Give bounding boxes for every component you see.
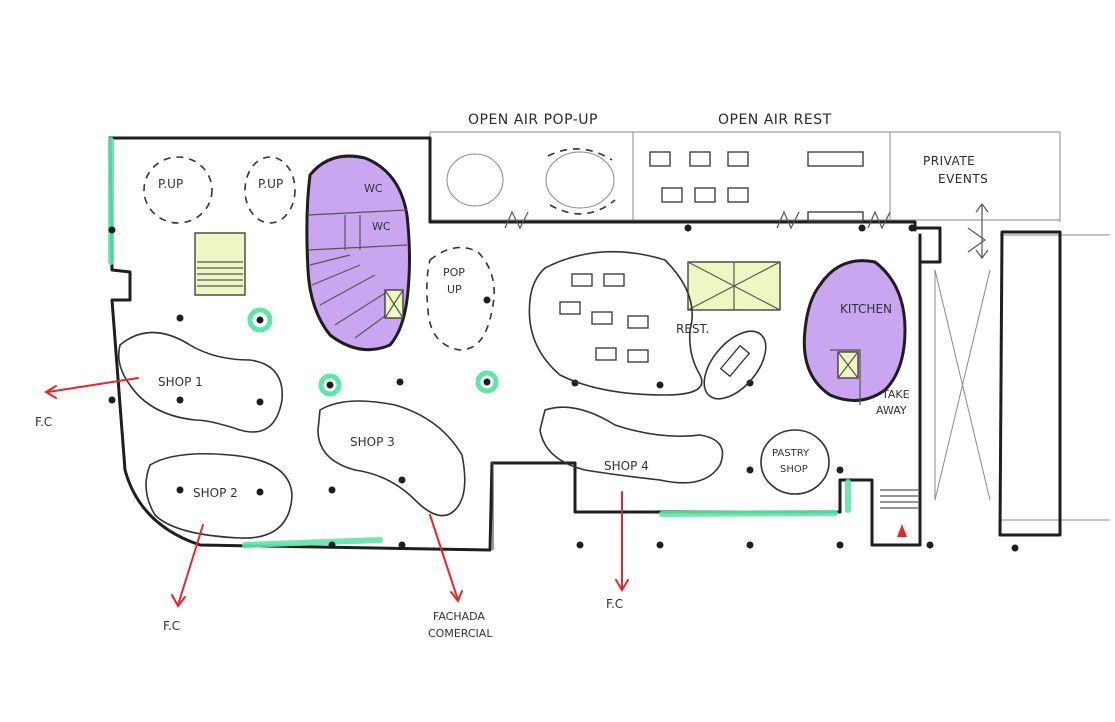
pencil-guides bbox=[429, 131, 1110, 521]
kitchen-area bbox=[802, 259, 907, 405]
label-shop4: SHOP 4 bbox=[604, 459, 649, 473]
stair-core bbox=[194, 232, 246, 296]
label-pastry: PASTRY bbox=[772, 448, 810, 459]
label-pastry-shop: SHOP bbox=[780, 464, 808, 475]
label-away: AWAY bbox=[876, 404, 907, 417]
label-shop2: SHOP 2 bbox=[193, 486, 238, 500]
double-arrow-icon bbox=[975, 203, 989, 259]
label-comercial: COMERCIAL bbox=[428, 627, 493, 640]
fc-arrows bbox=[44, 377, 629, 608]
label-shop3: SHOP 3 bbox=[350, 435, 395, 449]
shop2-area bbox=[145, 452, 293, 539]
label-shop1: SHOP 1 bbox=[158, 375, 203, 389]
pastry-shop-area bbox=[760, 429, 830, 495]
label-fc-left: F.C bbox=[35, 415, 52, 429]
label-pop: POP bbox=[443, 266, 465, 279]
entrance-triangle-icon bbox=[897, 524, 907, 537]
label-pup-2: P.UP bbox=[258, 177, 283, 191]
label-fachada: FACHADA bbox=[433, 610, 485, 623]
label-pup-1: P.UP bbox=[158, 177, 183, 191]
label-up: UP bbox=[447, 283, 462, 296]
label-open-air-popup: OPEN AIR POP-UP bbox=[468, 112, 598, 128]
popup-area-1 bbox=[143, 156, 213, 224]
stair-core-2 bbox=[687, 261, 781, 311]
shop1-area bbox=[117, 331, 283, 433]
wc-area bbox=[305, 154, 411, 352]
label-open-air-rest: OPEN AIR REST bbox=[718, 112, 832, 128]
open-air-rest-tables bbox=[649, 151, 864, 223]
label-take: TAKE bbox=[881, 388, 910, 401]
shop4-area bbox=[539, 406, 724, 484]
label-wc-1: WC bbox=[364, 182, 383, 195]
label-fc-bottom-left: F.C bbox=[163, 619, 180, 633]
shop3-area bbox=[317, 400, 466, 517]
popup-area-2 bbox=[244, 156, 296, 224]
labels: OPEN AIR POP-UP OPEN AIR REST PRIVATE EV… bbox=[35, 112, 988, 640]
building-walls bbox=[108, 136, 1062, 552]
label-kitchen: KITCHEN bbox=[840, 302, 892, 316]
label-events: EVENTS bbox=[938, 172, 988, 186]
label-rest: REST. bbox=[676, 322, 709, 336]
restaurant-area bbox=[528, 250, 767, 400]
open-air-popup-area bbox=[446, 148, 616, 215]
label-fc-bottom-mid: F.C bbox=[606, 597, 623, 611]
label-wc-2: WC bbox=[372, 220, 391, 233]
label-private: PRIVATE bbox=[923, 154, 975, 168]
green-accents bbox=[108, 137, 851, 548]
